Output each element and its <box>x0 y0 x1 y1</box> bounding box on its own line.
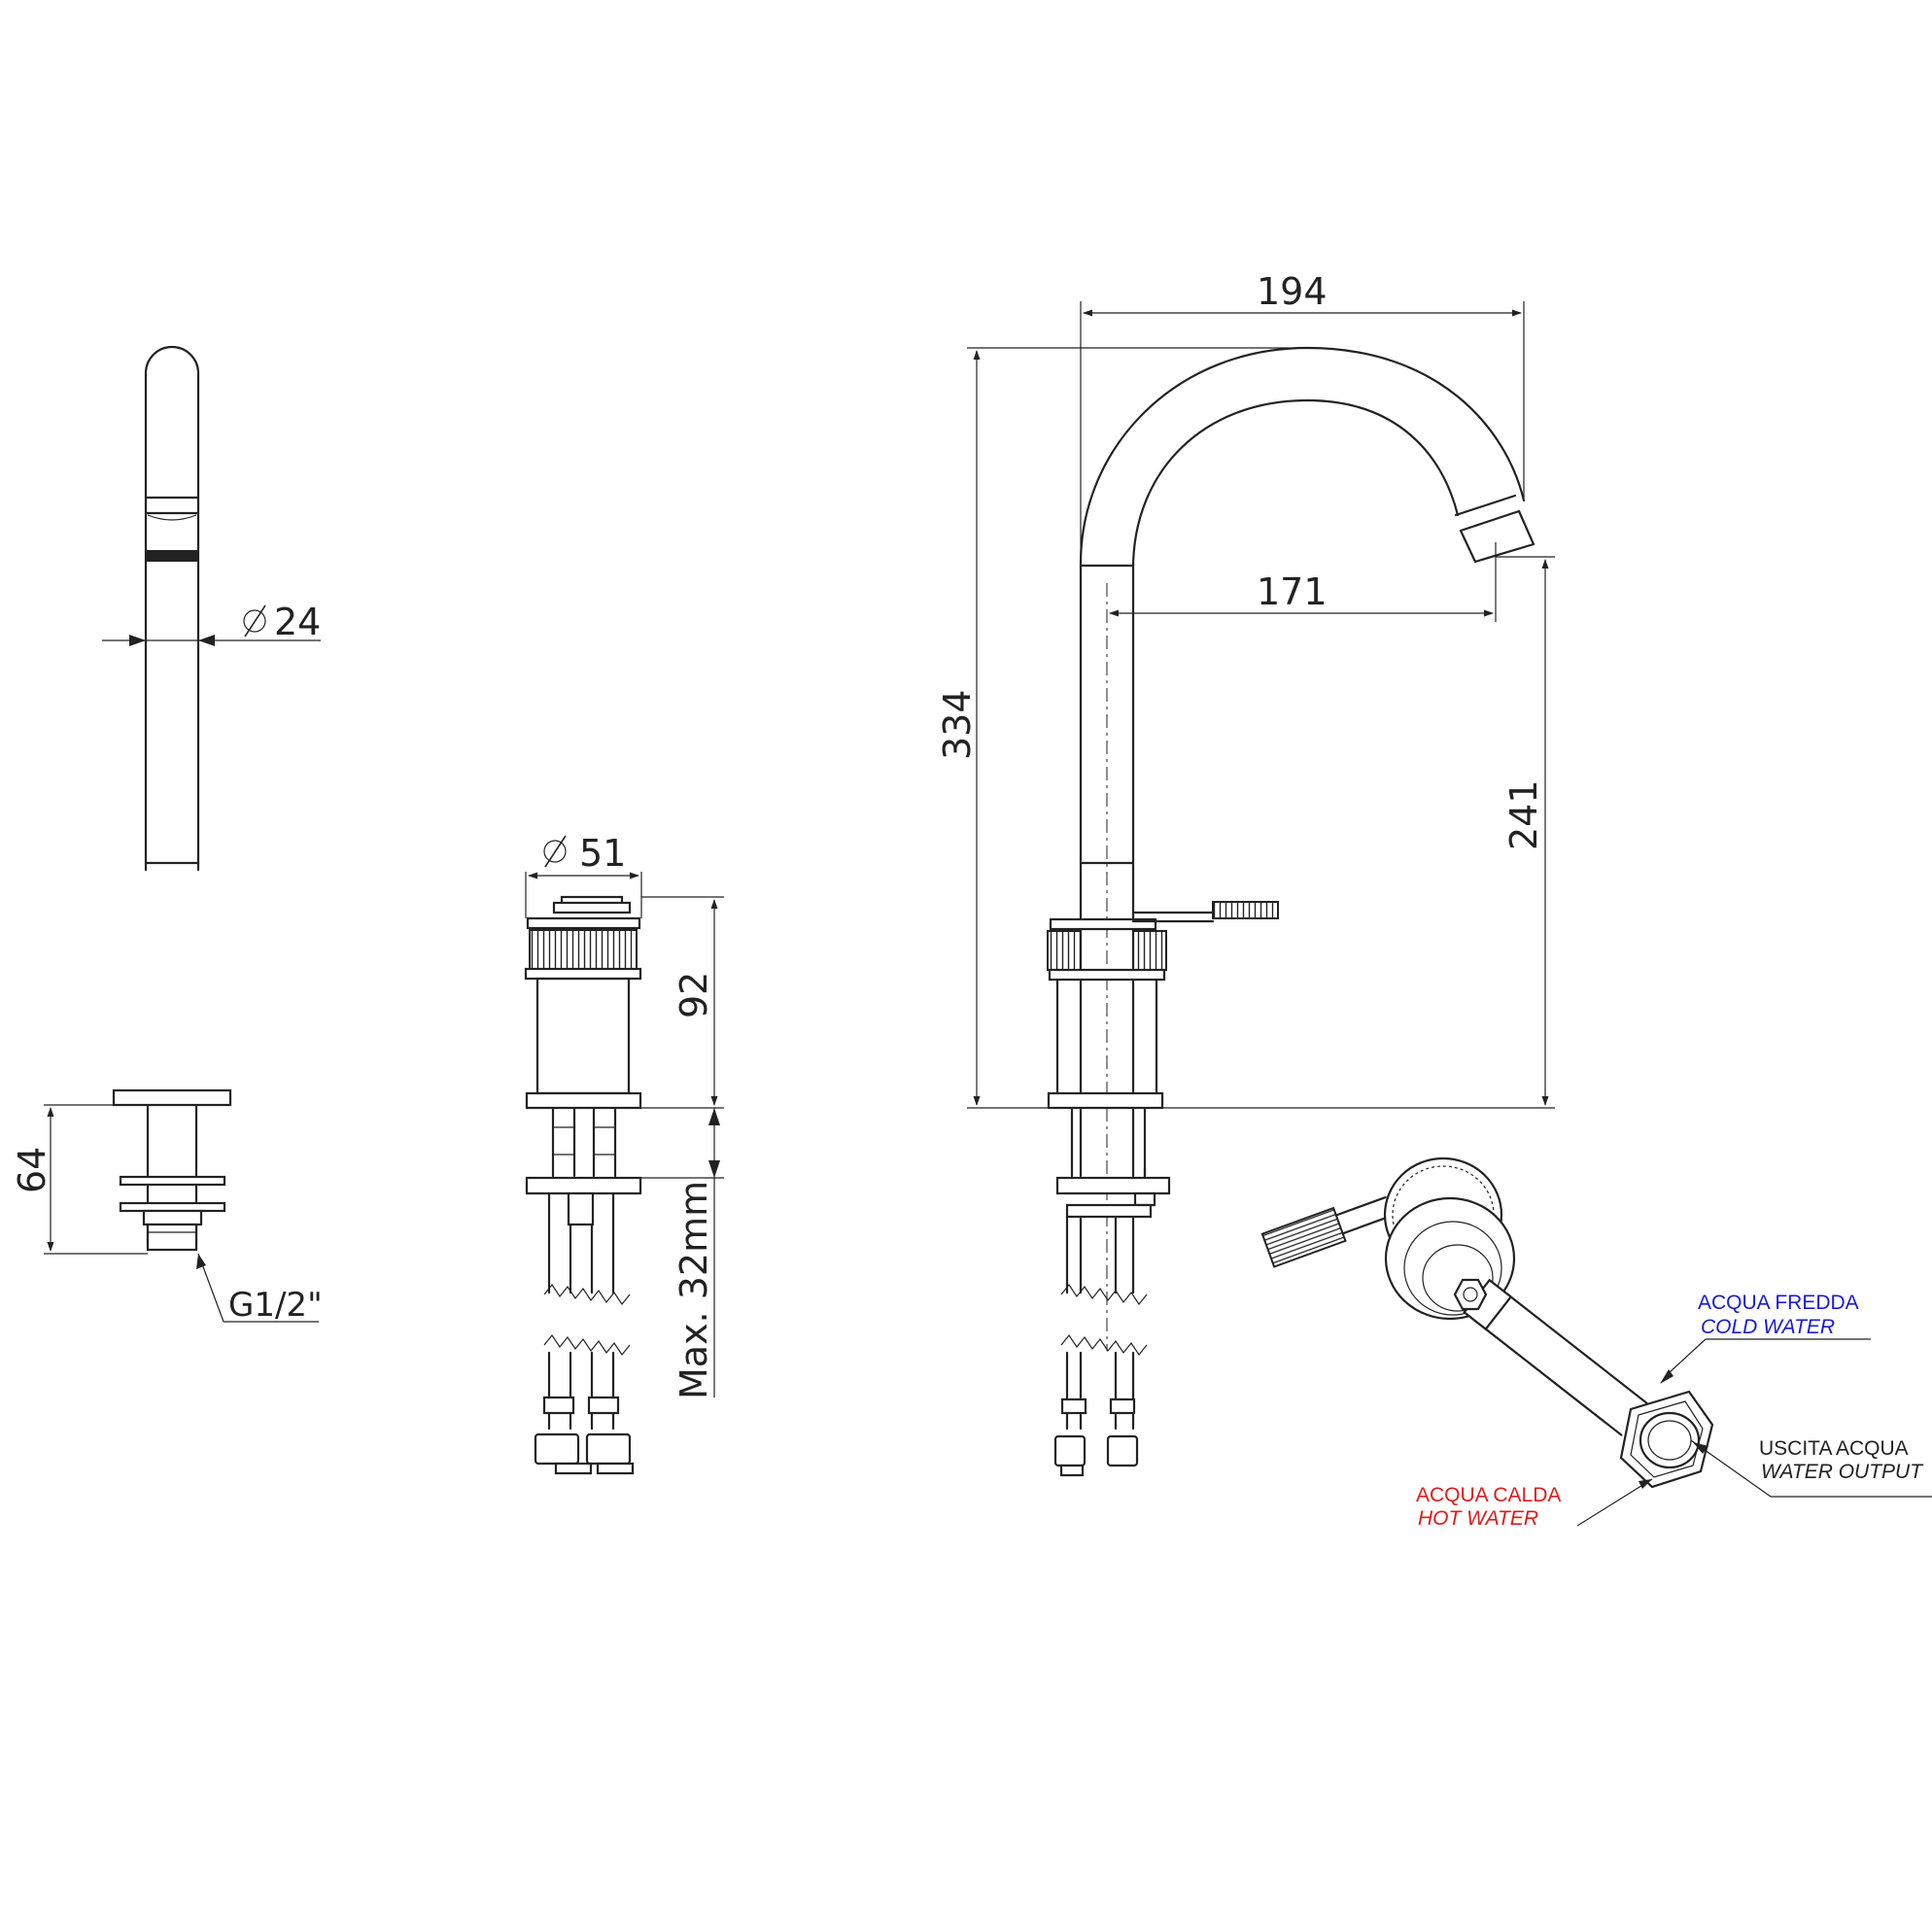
spout-side-view <box>112 345 232 1252</box>
max-thickness-dimension: Max. 32mm <box>641 1108 724 1399</box>
spout-reach-dimension: 171 <box>1109 542 1497 622</box>
total-width-value: 194 <box>1257 270 1328 313</box>
hot-water-callout: ACQUA CALDA HOT WATER <box>1416 1478 1653 1530</box>
bottom-perspective-view <box>1260 1156 1714 1489</box>
spout-depth-dimension: 64 <box>11 1104 148 1255</box>
max-thickness-value: Max. 32mm <box>673 1181 715 1399</box>
diameter-symbol <box>543 835 567 868</box>
mixer-height-value: 92 <box>673 972 715 1018</box>
spout-height-value: 241 <box>1502 779 1545 850</box>
total-width-dimension: 194 <box>1080 270 1525 554</box>
spout-depth-value: 64 <box>11 1147 53 1193</box>
total-height-dimension: 334 <box>936 347 1307 1109</box>
water-output-label-it: USCITA ACQUA <box>1759 1437 1909 1460</box>
thread-size-value: G1/2" <box>228 1286 323 1325</box>
front-assembly-view <box>1047 346 1535 1477</box>
spout-height-dimension: 241 <box>1162 556 1555 1109</box>
spout-diameter-dimension: 24 <box>102 601 321 646</box>
cold-water-callout: ACQUA FREDDA COLD WATER <box>1660 1292 1871 1384</box>
spout-diameter-value: 24 <box>274 601 321 643</box>
thread-callout: G1/2" <box>196 1253 323 1325</box>
spout-reach-value: 171 <box>1257 570 1328 613</box>
hot-water-label-en: HOT WATER <box>1418 1507 1538 1530</box>
total-height-value: 334 <box>936 689 979 760</box>
mixer-valve-view <box>524 895 642 1475</box>
mixer-diameter-value: 51 <box>579 832 626 875</box>
hot-water-label-it: ACQUA CALDA <box>1416 1484 1561 1506</box>
water-output-label-en: WATER OUTPUT <box>1761 1461 1924 1483</box>
cold-water-label-en: COLD WATER <box>1701 1316 1835 1338</box>
cold-water-label-it: ACQUA FREDDA <box>1698 1292 1859 1314</box>
water-output-callout: USCITA ACQUA WATER OUTPUT <box>1690 1437 1932 1498</box>
diameter-symbol <box>243 604 266 638</box>
mixer-diameter-dimension: 51 <box>525 832 642 918</box>
mixer-height-dimension: 92 <box>641 896 724 1109</box>
